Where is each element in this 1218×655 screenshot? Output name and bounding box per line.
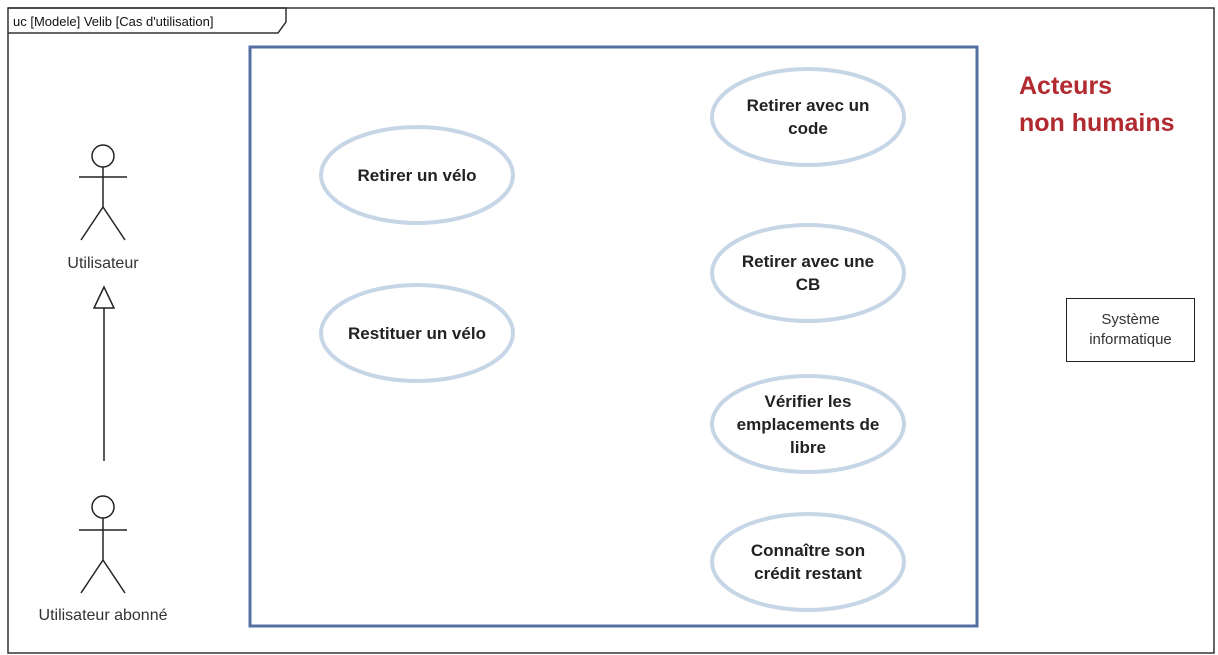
usecase-retirer-code[interactable] bbox=[710, 67, 906, 167]
usecase-retirer-code-label: Retirer avec un code bbox=[746, 96, 870, 138]
note-line-1: Acteurs bbox=[1019, 72, 1113, 100]
usecase-credit-label: Connaître son crédit restant bbox=[750, 541, 866, 583]
frame-title: uc [Modele] Velib [Cas d'utilisation] bbox=[13, 14, 214, 29]
system-informatique-actor[interactable]: Système informatique bbox=[1066, 298, 1195, 362]
generalization-arrow bbox=[92, 285, 116, 461]
usecase-retirer-velo[interactable] bbox=[319, 125, 515, 225]
usecase-credit[interactable] bbox=[710, 512, 906, 612]
system-boundary bbox=[248, 45, 979, 628]
usecase-retirer-cb[interactable] bbox=[710, 223, 906, 323]
usecase-restituer-velo-label: Restituer un vélo bbox=[348, 323, 486, 343]
non-human-actors-note: Acteurs non humains bbox=[1019, 68, 1209, 142]
usecase-verifier-label: Vérifier les emplacements de libre bbox=[736, 391, 880, 457]
actor-utilisateur-label: Utilisateur bbox=[67, 255, 139, 272]
actor-utilisateur-icon[interactable] bbox=[79, 144, 127, 241]
usecase-verifier[interactable] bbox=[710, 374, 906, 474]
actor-abonne-label: Utilisateur abonné bbox=[38, 607, 168, 624]
frame-tab bbox=[8, 7, 287, 34]
usecase-retirer-velo-label: Retirer un vélo bbox=[357, 165, 477, 185]
usecase-restituer-velo[interactable] bbox=[319, 283, 515, 383]
usecase-retirer-cb-label: Retirer avec une CB bbox=[741, 252, 875, 294]
actor-abonne-icon[interactable] bbox=[79, 495, 127, 594]
note-line-2: non humains bbox=[1019, 109, 1175, 137]
diagram-frame bbox=[7, 7, 1215, 654]
